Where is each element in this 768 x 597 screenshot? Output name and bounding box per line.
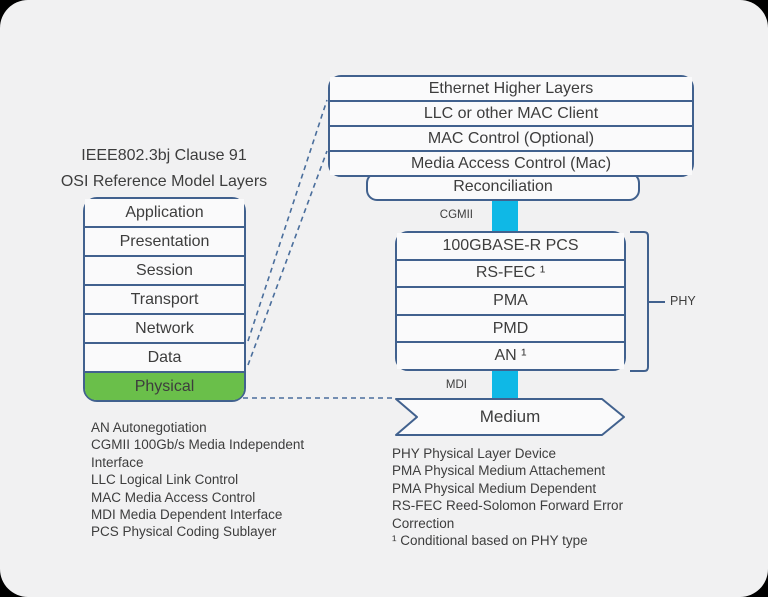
legend-right-line: ¹ Conditional based on PHY type	[392, 533, 588, 549]
osi-layer-session: Session	[85, 255, 244, 284]
legend-left-line: Interface	[91, 454, 144, 470]
osi-layer-transport: Transport	[85, 284, 244, 313]
phy-bracket	[630, 231, 665, 372]
phy-row-pmd: PMD	[397, 313, 624, 342]
legend-left-line: MAC Media Access Control	[91, 489, 256, 505]
title-line-1: IEEE802.3bj Clause 91	[81, 147, 247, 164]
osi-model-stack: Application Presentation Session Transpo…	[83, 197, 246, 402]
phy-row-rsfec: RS-FEC ¹	[397, 258, 624, 287]
dashed-link-data-to-mac	[247, 150, 328, 366]
eth-row-mac: Media Access Control (Mac)	[330, 150, 692, 175]
osi-layer-network: Network	[85, 313, 244, 342]
phy-row-an: AN ¹	[397, 341, 624, 369]
legend-right: PHY Physical Layer Device PMA Physical M…	[392, 445, 692, 549]
cgmii-label: CGMII	[439, 209, 473, 221]
dashed-link-data-to-llc	[247, 99, 328, 342]
title-line-2: OSI Reference Model Layers	[60, 173, 268, 190]
legend-right-line: PHY Physical Layer Device	[392, 446, 557, 461]
osi-layer-presentation: Presentation	[85, 226, 244, 255]
diagram-title: IEEE802.3bj Clause 91 OSI Reference Mode…	[34, 143, 294, 195]
cgmii-connector-bar	[492, 198, 518, 234]
osi-layer-data: Data	[85, 342, 244, 371]
mdi-connector-bar	[492, 368, 518, 402]
phy-row-pcs: 100GBASE-R PCS	[397, 233, 624, 259]
legend-left-line: CGMII 100Gb/s Media Independent	[91, 437, 305, 453]
phy-row-pma: PMA	[397, 286, 624, 314]
medium-arrow-shape	[395, 398, 625, 436]
osi-layer-physical: Physical	[85, 371, 244, 400]
phy-sublayer-stack: 100GBASE-R PCS RS-FEC ¹ PMA PMD AN ¹	[395, 231, 626, 371]
medium-label: Medium	[479, 407, 541, 426]
legend-left: AN Autonegotiation CGMII 100Gb/s Media I…	[91, 419, 361, 541]
eth-row-higher-layers: Ethernet Higher Layers	[330, 77, 692, 100]
legend-left-line: LLC Logical Link Control	[91, 472, 239, 488]
legend-right-line: Correction	[392, 515, 455, 531]
eth-row-mac-control: MAC Control (Optional)	[330, 125, 692, 150]
mdi-label: MDI	[445, 379, 467, 391]
osi-layer-application: Application	[85, 199, 244, 226]
legend-left-line: MDI Media Dependent Interface	[91, 507, 283, 523]
legend-right-line: RS-FEC Reed-Solomon Forward Error	[392, 498, 624, 514]
legend-right-line: PMA Physical Medium Attachement	[392, 463, 606, 479]
legend-right-line: PMA Physical Medium Dependent	[392, 480, 597, 496]
legend-left-line: AN Autonegotiation	[91, 420, 207, 435]
eth-row-llc: LLC or other MAC Client	[330, 100, 692, 125]
phy-bracket-label: PHY	[670, 294, 696, 308]
legend-left-line: PCS Physical Coding Sublayer	[91, 524, 277, 540]
ethernet-layers-stack: Ethernet Higher Layers LLC or other MAC …	[328, 75, 694, 177]
